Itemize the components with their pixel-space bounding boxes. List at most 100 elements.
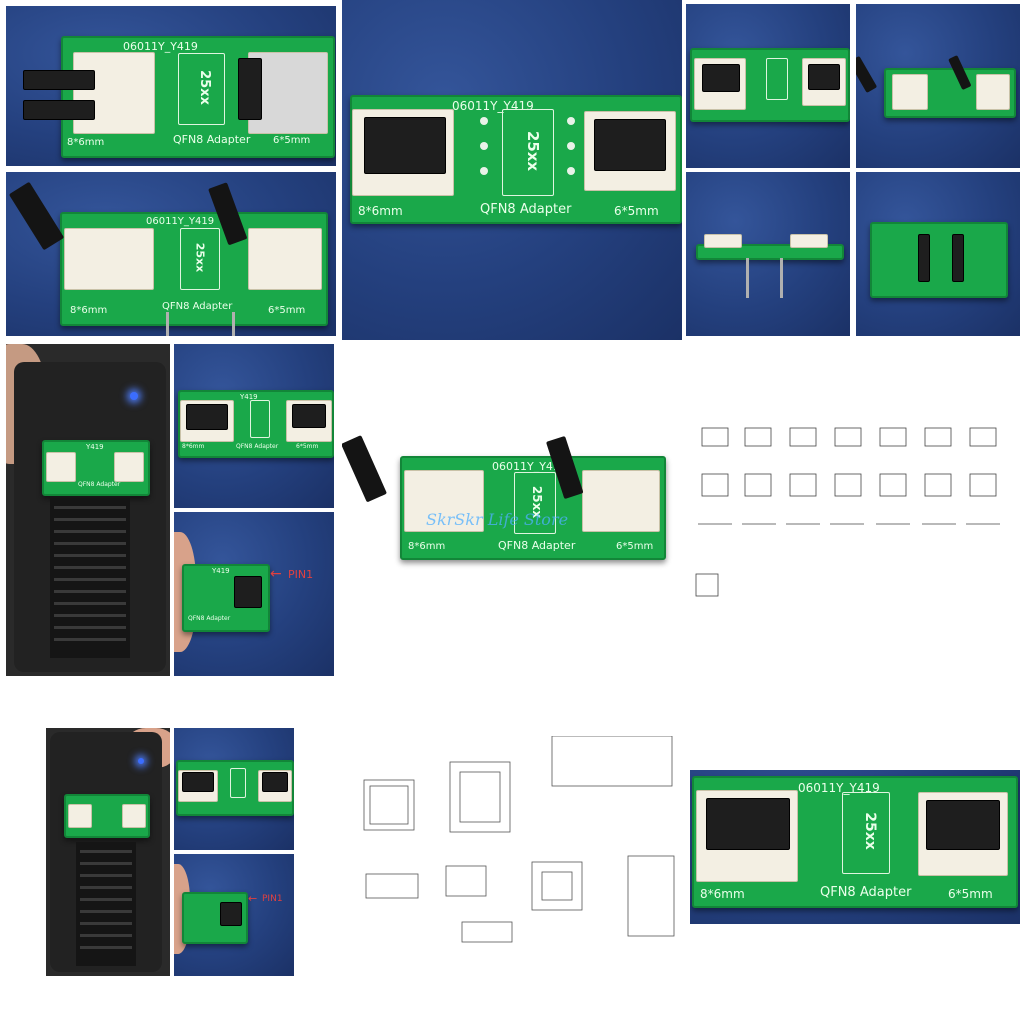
adapter-label: QFN8 Adapter xyxy=(188,615,231,622)
pad xyxy=(480,117,488,125)
socket-left-lid xyxy=(182,772,214,792)
chip-in-socket xyxy=(220,902,242,926)
socket-right-lid xyxy=(926,800,1000,850)
chip-outline xyxy=(230,768,246,798)
photo-pin1-marker-2: ← PIN1 xyxy=(174,854,294,976)
left-size: 8*6mm xyxy=(182,443,205,450)
programmer-body xyxy=(50,732,162,972)
chip-outline: 25xx xyxy=(842,792,890,874)
header-pin xyxy=(780,258,783,298)
pin-header xyxy=(918,234,930,282)
adapter-label: QFN8 Adapter xyxy=(498,539,576,552)
photo-adapter-top-closed: 06011Y_Y419 25xx 8*6mm QFN8 Adapter 6*5m… xyxy=(6,6,336,166)
adapter-label: QFN8 Adapter xyxy=(480,202,572,217)
socket-right-lid xyxy=(262,772,288,792)
red-arrow-icon: ← xyxy=(270,566,282,582)
status-led-icon xyxy=(138,758,144,764)
socket-left xyxy=(68,804,92,828)
pad xyxy=(480,167,488,175)
socket-right-lid xyxy=(292,404,326,428)
header-pin xyxy=(232,312,235,336)
chip-label: 25xx xyxy=(524,130,543,172)
socket-lid-open xyxy=(342,435,388,503)
adapter-label: QFN8 Adapter xyxy=(78,481,121,488)
header-pin xyxy=(166,312,169,336)
adapter-label: QFN8 Adapter xyxy=(162,301,233,312)
chip-outline: 25xx xyxy=(502,109,554,196)
left-size: 8*6mm xyxy=(67,137,105,148)
board-code: 06011Y_Y419 xyxy=(492,460,567,473)
pcb-board: 06011Y_Y419 25xx 8*6mm QFN8 Adapter 6*5m… xyxy=(60,212,328,326)
photo-pin1-marker: Y419 QFN8 Adapter ← PIN1 xyxy=(174,512,334,676)
programmer-body: Y419 QFN8 Adapter xyxy=(14,362,166,672)
pcb-board: 06011Y_Y419 25xx 8*6mm QFN8 Adapter 6*5m… xyxy=(350,95,682,224)
socket-left-lid xyxy=(364,117,446,174)
pad xyxy=(567,142,575,150)
pcb-board: Y419 QFN8 Adapter xyxy=(42,440,150,496)
drawing-socket-steps xyxy=(690,420,1020,610)
socket-left xyxy=(73,52,155,134)
socket-left xyxy=(404,470,484,532)
pcb-board: Y419 QFN8 Adapter xyxy=(182,564,270,632)
socket-left-lid xyxy=(706,798,790,850)
board-code: 06011Y_Y419 xyxy=(146,216,215,227)
socket-left-clip xyxy=(23,100,95,120)
left-size: 8*6mm xyxy=(70,305,108,316)
photo-adapter-main: 06011Y_Y419 25xx 8*6mm QFN8 Adapter 6*5m… xyxy=(342,0,682,340)
socket-right xyxy=(248,228,322,290)
pcb-board: 06011Y_Y419 25xx 8*6mm QFN8 Adapter 6*5m… xyxy=(23,36,335,158)
socket-right-clip xyxy=(238,58,262,120)
photo-programmer-in-hand-2 xyxy=(46,728,170,976)
pin1-label: PIN1 xyxy=(288,568,314,581)
socket-step-diagram xyxy=(695,427,1000,597)
adapter-label: QFN8 Adapter xyxy=(820,885,912,900)
pcb-board xyxy=(884,68,1016,118)
photo-adapter-open-small xyxy=(856,4,1020,168)
socket-lid-open xyxy=(8,181,65,251)
photo-programmer-in-hand: Y419 QFN8 Adapter xyxy=(6,344,170,676)
store-watermark: SkrSkr Life Store xyxy=(426,510,569,529)
pin-header xyxy=(952,234,964,282)
socket-right xyxy=(114,452,144,482)
chip-outline: 25xx xyxy=(514,472,556,534)
right-size: 6*5mm xyxy=(616,541,654,552)
photo-adapter-closed-large: 06011Y_Y419 25xx 8*6mm QFN8 Adapter 6*5m… xyxy=(690,770,1020,924)
pcb-board xyxy=(64,794,150,838)
socket-right xyxy=(122,804,146,828)
right-size: 6*5mm xyxy=(268,305,306,316)
pad xyxy=(567,167,575,175)
socket-left xyxy=(892,74,928,110)
socket-right-lid xyxy=(594,119,666,171)
pcb-board xyxy=(176,760,294,816)
chip-outline xyxy=(766,58,788,100)
header-pin xyxy=(746,258,749,298)
chip-label: 25xx xyxy=(193,242,207,273)
photo-adapter-closed-small xyxy=(686,4,850,168)
socket-left-lid xyxy=(186,404,228,430)
pin1-label: PIN1 xyxy=(262,894,283,904)
board-code: 06011Y_Y419 xyxy=(123,40,198,53)
zif-socket xyxy=(50,498,130,658)
photo-adapter-lids-open-large: 06011Y_Y419 25xx 8*6mm QFN8 Adapter 6*5m… xyxy=(342,344,682,676)
pad xyxy=(480,142,488,150)
right-size: 6*5mm xyxy=(614,204,659,218)
socket-left xyxy=(46,452,76,482)
socket-left-lid xyxy=(702,64,740,92)
socket-left-clip xyxy=(23,70,95,90)
right-size: 6*5mm xyxy=(948,887,993,901)
board-code: Y419 xyxy=(240,393,258,401)
left-size: 8*6mm xyxy=(700,887,745,901)
adapter-label: QFN8 Adapter xyxy=(173,133,251,146)
right-size: 6*5mm xyxy=(296,443,319,450)
chip-outline: 25xx xyxy=(180,228,220,290)
socket-right xyxy=(790,234,828,248)
socket-right-lid xyxy=(808,64,840,90)
board-code: Y419 xyxy=(212,567,230,575)
board-code: 06011Y_Y419 xyxy=(798,781,880,795)
socket-left xyxy=(704,234,742,248)
pcb-board: Y419 8*6mm QFN8 Adapter 6*5mm xyxy=(178,390,334,458)
socket-lid-open xyxy=(856,55,878,93)
chip-outline xyxy=(250,400,270,438)
pcb-board xyxy=(690,48,850,122)
photo-adapter-back xyxy=(856,172,1020,336)
